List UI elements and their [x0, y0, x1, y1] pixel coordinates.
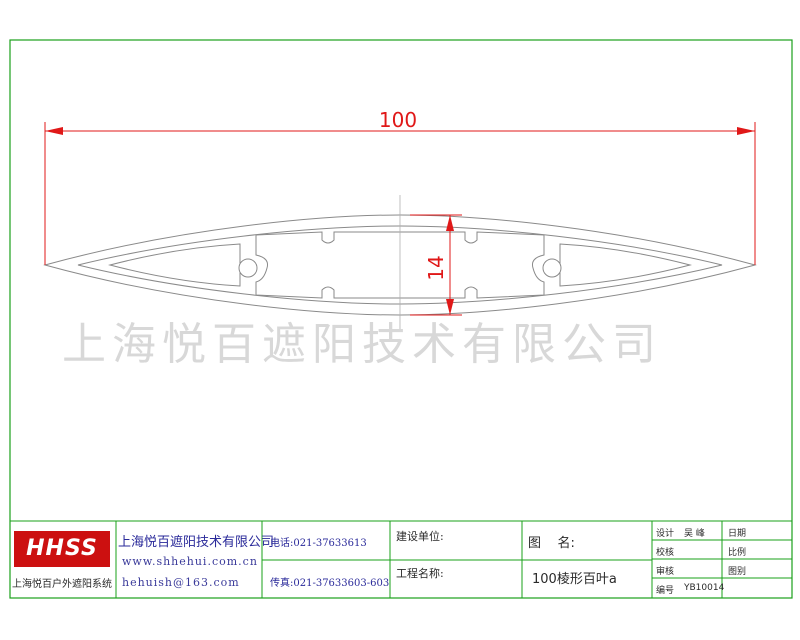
drawing-name: 100棱形百叶a	[532, 572, 617, 587]
right-screw-boss	[542, 258, 562, 278]
review-label: 审核	[656, 567, 675, 577]
drawing-category-label: 图别	[728, 567, 747, 577]
company-watermark: 上海悦百遮阳技术有限公司	[62, 319, 662, 370]
length-arrow-left	[45, 127, 63, 135]
phone-number: 电话:021-37633613	[270, 538, 367, 549]
company-logo: HHSS	[14, 531, 110, 567]
company-name: 上海悦百遮阳技术有限公司	[118, 535, 275, 550]
design-label: 设计	[656, 529, 675, 539]
company-email: hehuish@163.com	[122, 576, 240, 589]
length-arrow-right	[737, 127, 755, 135]
thickness-arrow-bottom	[446, 299, 454, 315]
number-value: YB10014	[684, 583, 725, 593]
fax-number: 传真:021-37633603-603	[270, 578, 390, 589]
length-dimension-label: 100	[379, 108, 417, 132]
company-slogan: 上海悦百户外遮阳系统	[12, 579, 112, 590]
number-label: 编号	[656, 586, 675, 596]
client-label: 建设单位:	[396, 530, 444, 543]
project-label: 工程名称:	[396, 567, 444, 580]
company-website: www.shhehui.com.cn	[122, 555, 258, 568]
thickness-dimension-label: 14	[424, 255, 448, 280]
scale-label: 比例	[728, 548, 747, 558]
title-block-grid	[115, 521, 792, 598]
date-label: 日期	[728, 529, 747, 539]
design-value: 吴 峰	[684, 529, 705, 539]
drawing-name-label: 图 名:	[528, 536, 575, 551]
left-screw-boss	[238, 258, 258, 278]
thickness-arrow-top	[446, 215, 454, 231]
logo-text: HHSS	[26, 536, 98, 561]
check-label: 校核	[656, 548, 675, 558]
drawing-frame	[9, 39, 793, 599]
